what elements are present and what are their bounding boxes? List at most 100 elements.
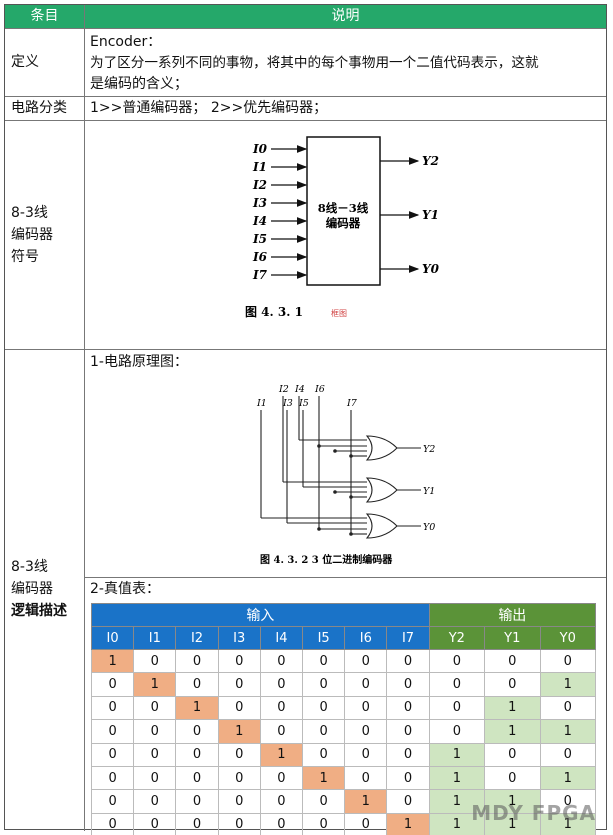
table-cell: 0 bbox=[133, 742, 177, 767]
definition-line-2: 为了区分一系列不同的事物，将其中的每个事物用一个二值代码表示，这就 bbox=[90, 55, 539, 71]
table-cell: 0 bbox=[90, 765, 135, 791]
symbol-input-i1: I1 bbox=[252, 160, 267, 174]
table-cell: 0 bbox=[217, 695, 261, 721]
header-row: 条目 说明 bbox=[5, 5, 606, 29]
table-cell: 0 bbox=[90, 672, 135, 697]
table-cell: 1 bbox=[428, 812, 486, 835]
column-header-y0: Y0 bbox=[539, 626, 596, 650]
table-cell: 1 bbox=[539, 765, 596, 791]
symbol-label-2: 编码器 bbox=[11, 227, 53, 243]
table-cell: 0 bbox=[175, 765, 219, 791]
table-cell: 1 bbox=[539, 672, 596, 697]
table-cell: 0 bbox=[302, 672, 346, 697]
logic-label-cell: 8-3线 编码器 逻辑描述 bbox=[5, 350, 85, 831]
symbol-input-i7: I7 bbox=[252, 268, 268, 282]
table-cell: 0 bbox=[386, 719, 430, 744]
schematic-input-i6: I6 bbox=[314, 384, 325, 395]
table-cell: 1 bbox=[428, 742, 486, 767]
table-cell: 0 bbox=[259, 765, 304, 791]
box-label-1: 8线－3线 bbox=[318, 201, 369, 215]
table-cell: 0 bbox=[484, 648, 541, 674]
schematic-input-i7: I7 bbox=[346, 398, 358, 409]
classification-label: 电路分类 bbox=[11, 100, 67, 116]
box-label-2: 编码器 bbox=[326, 216, 361, 230]
definition-content: Encoder： 为了区分一系列不同的事物，将其中的每个事物用一个二值代码表示，… bbox=[85, 29, 606, 96]
table-cell: 0 bbox=[386, 648, 430, 674]
table-cell: 0 bbox=[539, 742, 596, 767]
column-header-i6: I6 bbox=[344, 626, 388, 650]
symbol-label-1: 8-3线 bbox=[11, 205, 48, 221]
table-cell: 0 bbox=[259, 812, 304, 835]
table-cell: 0 bbox=[344, 672, 388, 697]
table-cell: 1 bbox=[133, 672, 177, 697]
symbol-caption-note: 框图 bbox=[331, 308, 347, 318]
or-gate-y0 bbox=[365, 513, 398, 539]
table-cell: 0 bbox=[386, 672, 430, 697]
table-cell: 0 bbox=[217, 765, 261, 791]
symbol-input-i4: I4 bbox=[252, 214, 267, 228]
definition-line-3: 是编码的含义； bbox=[90, 76, 188, 92]
table-cell: 0 bbox=[175, 672, 219, 697]
table-cell: 0 bbox=[428, 695, 486, 721]
table-cell: 0 bbox=[259, 672, 304, 697]
table-cell: 0 bbox=[428, 719, 486, 744]
table-cell: 0 bbox=[539, 695, 596, 721]
table-cell: 1 bbox=[484, 719, 541, 744]
symbol-caption: 图 4. 3. 1 bbox=[245, 305, 303, 319]
table-cell: 0 bbox=[386, 742, 430, 767]
column-header-y1: Y1 bbox=[484, 626, 541, 650]
column-header-i0: I0 bbox=[90, 626, 135, 650]
table-cell: 1 bbox=[90, 648, 135, 674]
table-cell: 0 bbox=[175, 789, 219, 814]
table-cell: 1 bbox=[302, 765, 346, 791]
definition-label-cell: 定义 bbox=[5, 29, 85, 96]
table-cell: 1 bbox=[484, 789, 541, 814]
logic-label-1: 8-3线 bbox=[11, 559, 48, 575]
classification-label-cell: 电路分类 bbox=[5, 97, 85, 120]
classification-row: 电路分类 1>>普通编码器； 2>>优先编码器； bbox=[5, 97, 606, 121]
column-header-i1: I1 bbox=[133, 626, 177, 650]
table-cell: 0 bbox=[259, 719, 304, 744]
table-cell: 0 bbox=[344, 648, 388, 674]
schematic-output-y1: Y1 bbox=[423, 486, 435, 497]
table-cell: 0 bbox=[344, 765, 388, 791]
table-cell: 0 bbox=[217, 812, 261, 835]
table-cell: 0 bbox=[175, 719, 219, 744]
encoder-box bbox=[306, 136, 381, 286]
symbol-output-y1: Y1 bbox=[422, 208, 439, 222]
table-cell: 1 bbox=[217, 719, 261, 744]
table-cell: 0 bbox=[217, 742, 261, 767]
schematic-title: 1-电路原理图： bbox=[90, 354, 188, 370]
table-cell: 1 bbox=[259, 742, 304, 767]
table-cell: 0 bbox=[259, 789, 304, 814]
table-cell: 0 bbox=[428, 672, 486, 697]
symbol-input-i3: I3 bbox=[252, 196, 267, 210]
table-cell: 0 bbox=[302, 695, 346, 721]
table-cell: 1 bbox=[484, 812, 541, 835]
truth-table-title: 2-真值表： bbox=[90, 581, 160, 597]
table-cell: 0 bbox=[90, 719, 135, 744]
symbol-input-i0: I0 bbox=[252, 142, 268, 156]
definition-line-1: Encoder： bbox=[90, 34, 162, 50]
table-cell: 0 bbox=[344, 719, 388, 744]
table-cell: 1 bbox=[539, 719, 596, 744]
table-cell: 1 bbox=[386, 812, 430, 835]
column-header-i7: I7 bbox=[386, 626, 430, 650]
symbol-input-i5: I5 bbox=[252, 232, 267, 246]
schematic-input-i1: I1 bbox=[256, 398, 267, 409]
column-header-i3: I3 bbox=[217, 626, 261, 650]
logic-label-3: 逻辑描述 bbox=[11, 603, 67, 619]
schematic-output-y0: Y0 bbox=[423, 522, 435, 533]
table-cell: 0 bbox=[217, 648, 261, 674]
table-cell: 1 bbox=[539, 812, 596, 835]
or-gate-y2 bbox=[365, 435, 398, 461]
table-cell: 0 bbox=[175, 742, 219, 767]
